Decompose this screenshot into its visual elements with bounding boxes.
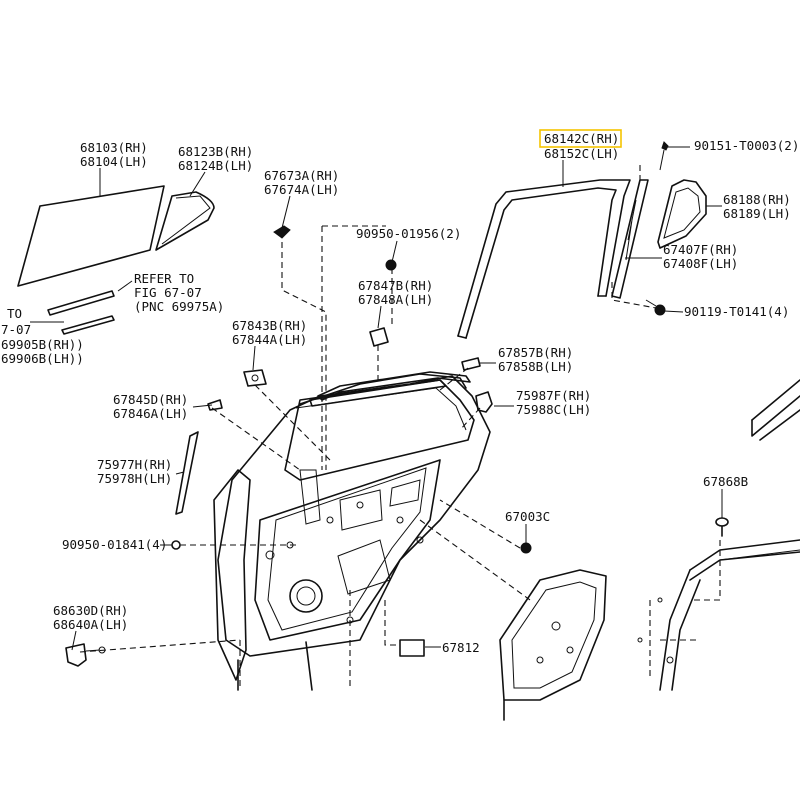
label-75977h-rh[interactable]: 75977H(RH) xyxy=(97,457,172,472)
leader-lines xyxy=(30,146,723,651)
label-90151-t0003[interactable]: 90151-T0003(2) xyxy=(694,138,799,153)
label-67003c[interactable]: 67003C xyxy=(505,509,550,524)
hinge-68630d[interactable] xyxy=(65,643,87,667)
label-67812[interactable]: 67812 xyxy=(442,640,480,655)
label-75987f-rh[interactable]: 75987F(RH) xyxy=(516,388,591,403)
label-67868b[interactable]: 67868B xyxy=(703,474,748,489)
clip-67847b[interactable] xyxy=(369,327,389,347)
label-67848a-lh[interactable]: 67848A(LH) xyxy=(358,292,433,307)
moulding-strip-upper[interactable] xyxy=(47,290,115,316)
label-67843b-rh[interactable]: 67843B(RH) xyxy=(232,318,307,333)
refer-fig-text[interactable]: FIG 67-07 xyxy=(134,285,202,300)
label-68188-rh[interactable]: 68188(RH) xyxy=(723,192,791,207)
label-68103-rh[interactable]: 68103(RH) xyxy=(80,140,148,155)
label-67846a-lh[interactable]: 67846A(LH) xyxy=(113,406,188,421)
label-68630d-rh[interactable]: 68630D(RH) xyxy=(53,603,128,618)
label-69905b-rh[interactable]: 69905B(RH)) xyxy=(1,337,84,352)
moulding-strip-lower[interactable] xyxy=(61,315,115,335)
label-67847b-rh[interactable]: 67847B(RH) xyxy=(358,278,433,293)
clip-90950-01841[interactable] xyxy=(171,540,181,550)
service-hole-cover[interactable] xyxy=(499,569,607,721)
label-67857b-rh[interactable]: 67857B(RH) xyxy=(498,345,573,360)
division-bar-67407f[interactable] xyxy=(611,179,649,299)
label-67858b-lh[interactable]: 67858B(LH) xyxy=(498,359,573,374)
label-68123b-rh[interactable]: 68123B(RH) xyxy=(178,144,253,159)
selected-part-highlight xyxy=(539,129,622,148)
label-90119-t0141[interactable]: 90119-T0141(4) xyxy=(684,304,789,319)
bracket-67843b[interactable] xyxy=(243,369,267,387)
part-labels: 68103(RH) 68104(LH) 68123B(RH) 68124B(LH… xyxy=(1,129,799,655)
label-68124b-lh[interactable]: 68124B(LH) xyxy=(178,158,253,173)
glass-run-68142c[interactable] xyxy=(457,179,631,339)
label-90950-01956[interactable]: 90950-01956(2) xyxy=(356,226,461,241)
quarter-glass-68123b[interactable] xyxy=(155,191,215,251)
label-67408f-lh[interactable]: 67408F(LH) xyxy=(663,256,738,271)
clip-67673a[interactable] xyxy=(273,225,291,239)
belt-moulding[interactable] xyxy=(317,371,471,401)
clip-67868b[interactable] xyxy=(715,517,729,537)
moulding-75987f[interactable] xyxy=(475,391,493,413)
label-67845d-rh[interactable]: 67845D(RH) xyxy=(113,392,188,407)
label-75988c-lh[interactable]: 75988C(LH) xyxy=(516,402,591,417)
label-68640a-lh[interactable]: 68640A(LH) xyxy=(53,617,128,632)
plate-67812[interactable] xyxy=(399,639,425,657)
clip-67857b[interactable] xyxy=(461,357,481,371)
label-68152c-lh[interactable]: 68152C(LH) xyxy=(544,146,619,161)
label-69906b-lh[interactable]: 69906B(LH)) xyxy=(1,351,84,366)
label-67407f-rh[interactable]: 67407F(RH) xyxy=(663,242,738,257)
nut-90950-01956[interactable] xyxy=(385,259,397,271)
screw-90151-t0003[interactable] xyxy=(661,141,669,151)
label-68104-lh[interactable]: 68104(LH) xyxy=(80,154,148,169)
to-text: TO xyxy=(7,306,22,321)
rear-door-panel[interactable] xyxy=(213,373,491,691)
door-frame-lower-right[interactable] xyxy=(659,379,800,691)
to-fig-text: 7-07 xyxy=(1,322,31,337)
label-67844a-lh[interactable]: 67844A(LH) xyxy=(232,332,307,347)
label-68189-lh[interactable]: 68189(LH) xyxy=(723,206,791,221)
door-glass-68103[interactable] xyxy=(17,185,165,287)
refer-pnc-text: (PNC 69975A) xyxy=(134,299,224,314)
clip-67845d[interactable] xyxy=(207,399,223,411)
label-90950-01841[interactable]: 90950-01841(4) xyxy=(62,537,167,552)
label-68142c-rh[interactable]: 68142C(RH) xyxy=(544,131,619,146)
label-67673a-rh[interactable]: 67673A(RH) xyxy=(264,168,339,183)
label-67674a-lh[interactable]: 67674A(LH) xyxy=(264,182,339,197)
grommet-67003c[interactable] xyxy=(520,542,532,554)
assembly-lines xyxy=(79,165,721,690)
quarter-window-68188[interactable] xyxy=(657,179,707,249)
bolt-90119-t0141[interactable] xyxy=(654,304,666,316)
refer-to-text: REFER TO xyxy=(134,271,194,286)
moulding-75977h[interactable] xyxy=(175,431,199,515)
label-75978h-lh[interactable]: 75978H(LH) xyxy=(97,471,172,486)
